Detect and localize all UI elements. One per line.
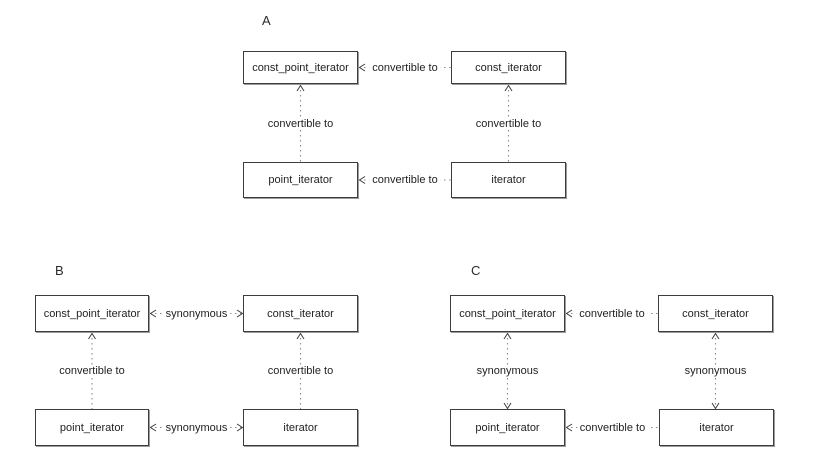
b-edge-point_iterator-to-const_point_iterator-arrowhead [88, 332, 96, 340]
a-edge-const_iterator-to-const_point_iterator-label: convertible to [369, 61, 441, 74]
a-edge-iterator-to-point_iterator-label: convertible to [369, 174, 441, 186]
a-node-const_point_iterator: const_point_iterator [243, 51, 358, 84]
b-edge-iterator-to-point_iterator-arrowhead [149, 423, 157, 432]
c-node-const_iterator: const_iterator [658, 295, 773, 332]
c-edge-const_iterator-to-const_point_iterator-label: convertible to [576, 307, 648, 320]
a-edge-iterator-to-const_iterator-label: convertible to [472, 117, 545, 130]
a-edge-point_iterator-to-const_point_iterator-arrowhead [296, 84, 305, 92]
b-node-point_iterator: point_iterator [35, 409, 149, 446]
c-edge-point_iterator-to-const_point_iterator-label: synonymous [473, 365, 542, 377]
c-node-point_iterator: point_iterator [450, 409, 565, 446]
c-edge-iterator-to-point_iterator-arrowhead [565, 423, 573, 432]
c-node-iterator: iterator [659, 409, 774, 446]
b-edge-point_iterator-to-const_point_iterator-label: convertible to [56, 365, 128, 377]
a-node-point_iterator: point_iterator [243, 162, 358, 198]
b-edge-const_iterator-to-const_point_iterator-arrowhead [149, 309, 157, 318]
c-edge-point_iterator-to-const_point_iterator-arrowhead [503, 332, 512, 340]
a-edge-iterator-to-point_iterator-arrowhead [358, 176, 366, 184]
b-edge-iterator-to-const_iterator-arrowhead [296, 332, 305, 340]
b-edge-iterator-to-const_iterator-label: convertible to [264, 365, 337, 377]
a-node-iterator: iterator [451, 162, 566, 198]
a-node-const_iterator: const_iterator [451, 51, 566, 84]
b-edge-const_iterator-to-const_point_iterator-arrowhead-reverse [236, 309, 244, 318]
b-edge-iterator-to-point_iterator-label: synonymous [162, 421, 231, 434]
c-node-const_point_iterator: const_point_iterator [450, 295, 565, 332]
b-edge-iterator-to-point_iterator-arrowhead-reverse [236, 423, 244, 432]
a-edge-iterator-to-const_iterator-arrowhead [504, 84, 513, 92]
a-edge-const_iterator-to-const_point_iterator-arrowhead [358, 63, 366, 72]
c-edge-iterator-to-const_iterator-label: synonymous [681, 365, 750, 377]
c-edge-iterator-to-point_iterator-label: convertible to [576, 421, 649, 434]
diagram-a-label: A [262, 13, 271, 28]
diagram-b-label: B [55, 263, 64, 278]
c-edge-const_iterator-to-const_point_iterator-arrowhead [565, 309, 573, 318]
b-edge-const_iterator-to-const_point_iterator-label: synonymous [162, 307, 231, 320]
b-node-const_point_iterator: const_point_iterator [35, 295, 149, 332]
c-edge-iterator-to-const_iterator-arrowhead-reverse [711, 402, 720, 410]
b-node-iterator: iterator [243, 409, 358, 446]
c-edge-point_iterator-to-const_point_iterator-arrowhead-reverse [503, 402, 512, 410]
a-edge-point_iterator-to-const_point_iterator-label: convertible to [264, 117, 337, 130]
b-node-const_iterator: const_iterator [243, 295, 358, 332]
c-edge-iterator-to-const_iterator-arrowhead [711, 332, 720, 340]
diagram-c-label: C [471, 263, 481, 278]
